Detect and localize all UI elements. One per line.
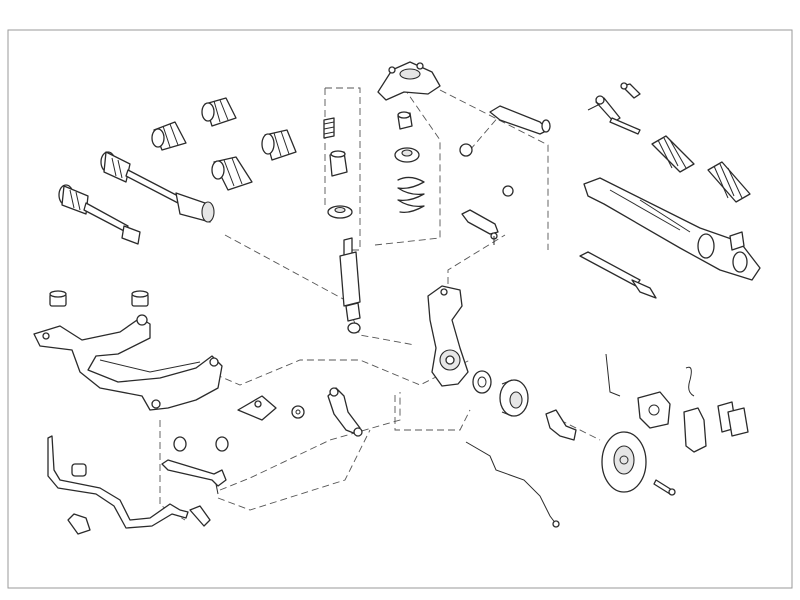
drive-shafts-group [58, 97, 297, 245]
drive-shaft-upper[interactable] [100, 151, 215, 223]
drive-shaft-lower[interactable] [58, 184, 141, 245]
subframe-group [33, 290, 223, 411]
arm-bracket[interactable] [237, 395, 277, 421]
arm-bush-small[interactable] [502, 185, 514, 197]
wheel-hub[interactable] [499, 379, 529, 417]
mount-bush[interactable] [397, 111, 413, 130]
leader-shaft [224, 234, 416, 346]
subframe-bush-1[interactable] [49, 290, 67, 307]
brake-pads[interactable] [717, 401, 749, 437]
stabilizer-bush[interactable] [71, 463, 87, 477]
leader-strut [325, 87, 361, 251]
leader-subframe [204, 359, 471, 386]
wear-sensor-cable[interactable] [465, 441, 560, 528]
arm-bush-upper[interactable] [459, 143, 473, 157]
front-subframe[interactable] [33, 314, 223, 411]
shock-strut-group [323, 117, 361, 334]
stab-link-bush-1[interactable] [173, 436, 187, 452]
brake-line[interactable] [605, 353, 621, 397]
stabilizer-clamp[interactable] [67, 513, 91, 535]
wheel-bearing[interactable] [472, 370, 492, 394]
leader-upper-arm [439, 89, 549, 250]
lower-link-arm[interactable] [461, 209, 499, 245]
cv-boot-1[interactable] [201, 97, 237, 127]
cv-boot-2[interactable] [151, 121, 187, 151]
leader-knuckle [394, 395, 471, 431]
steering-group [579, 82, 761, 299]
diagram-border [7, 29, 793, 589]
top-mount-bracket[interactable] [377, 61, 441, 101]
cv-boot-3[interactable] [261, 129, 297, 161]
tie-rod-end-1[interactable] [587, 95, 621, 123]
steering-knuckle[interactable] [427, 285, 469, 387]
tie-rod-end-2[interactable] [620, 82, 641, 99]
subframe-bush-2[interactable] [131, 290, 149, 307]
steering-damper[interactable] [579, 251, 657, 299]
strut-mount[interactable] [327, 205, 353, 219]
steering-rack[interactable] [583, 177, 761, 281]
upper-control-arm-group [459, 105, 551, 245]
leader-spring-box [374, 74, 441, 246]
stab-link[interactable] [161, 459, 227, 495]
leader-hub [559, 419, 601, 441]
brake-caliper[interactable] [637, 391, 671, 429]
leader-lower [217, 429, 371, 511]
leader-arm2 [447, 234, 506, 295]
upper-mount-group [377, 61, 441, 214]
caliper-bracket[interactable] [683, 407, 707, 453]
lower-wishbone[interactable] [327, 387, 363, 437]
dust-cover[interactable] [329, 150, 348, 177]
wheel-hub-brake-group [465, 353, 749, 528]
brake-shield[interactable] [545, 409, 577, 441]
wheel-bolt[interactable] [653, 479, 676, 496]
bump-stop-spring[interactable] [323, 117, 335, 139]
brake-spring-clip[interactable] [685, 366, 695, 397]
cv-boot-4[interactable] [211, 156, 253, 191]
leader-control-arm [219, 392, 401, 491]
leader-lines [159, 74, 601, 521]
shock-absorber[interactable] [339, 237, 361, 334]
arm-nut[interactable] [291, 405, 305, 419]
stabilizer-group [47, 435, 229, 535]
stabilizer-bar[interactable] [47, 435, 189, 529]
stab-link-bush-2[interactable] [215, 436, 229, 452]
brake-disc[interactable] [601, 431, 647, 493]
leader-bush [469, 114, 501, 151]
steering-boot-2[interactable] [707, 161, 751, 203]
tie-rod[interactable] [609, 117, 641, 135]
upper-control-arm[interactable] [489, 105, 551, 135]
lower-parts-group [237, 387, 363, 437]
coil-spring[interactable] [397, 176, 425, 214]
spring-seat[interactable] [394, 147, 420, 163]
stab-link-lower[interactable] [189, 505, 211, 527]
steering-boot-1[interactable] [651, 135, 695, 173]
